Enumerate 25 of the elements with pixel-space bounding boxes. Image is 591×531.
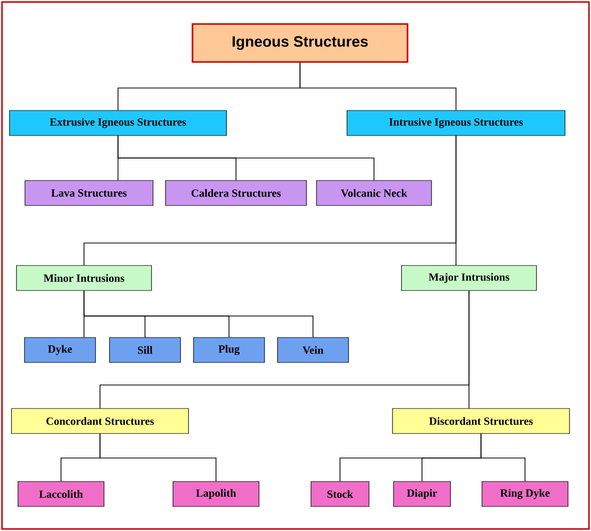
connector-line <box>300 62 456 111</box>
category-box: Major Intrusions <box>401 265 537 291</box>
connector-line <box>480 433 526 482</box>
category-box: Laccolith <box>18 481 104 507</box>
category-box: Extrusive Igneous Structures <box>9 110 227 136</box>
category-box: Lapolith <box>172 481 260 507</box>
category-box: Vein <box>277 337 349 363</box>
connector-line <box>100 433 216 482</box>
category-box: Volcanic Neck <box>316 180 432 206</box>
category-box: Lava Structures <box>24 180 154 206</box>
category-box: Minor Intrusions <box>16 265 152 291</box>
connector-line <box>468 290 470 409</box>
category-box: Sill <box>109 337 181 363</box>
title-box: Igneous Structures <box>192 23 408 63</box>
category-box: Concordant Structures <box>11 408 189 434</box>
category-box: Diapir <box>393 481 451 507</box>
category-box: Plug <box>193 337 265 363</box>
category-box: Ring Dyke <box>482 481 568 507</box>
category-box: Intrusive Igneous Structures <box>346 110 566 136</box>
category-box: Dyke <box>24 337 96 363</box>
category-box: Caldera Structures <box>165 180 307 206</box>
connector-line <box>118 135 374 181</box>
connector-line <box>84 290 314 338</box>
category-box: Stock <box>310 481 370 507</box>
category-box: Discordant Structures <box>392 408 570 434</box>
